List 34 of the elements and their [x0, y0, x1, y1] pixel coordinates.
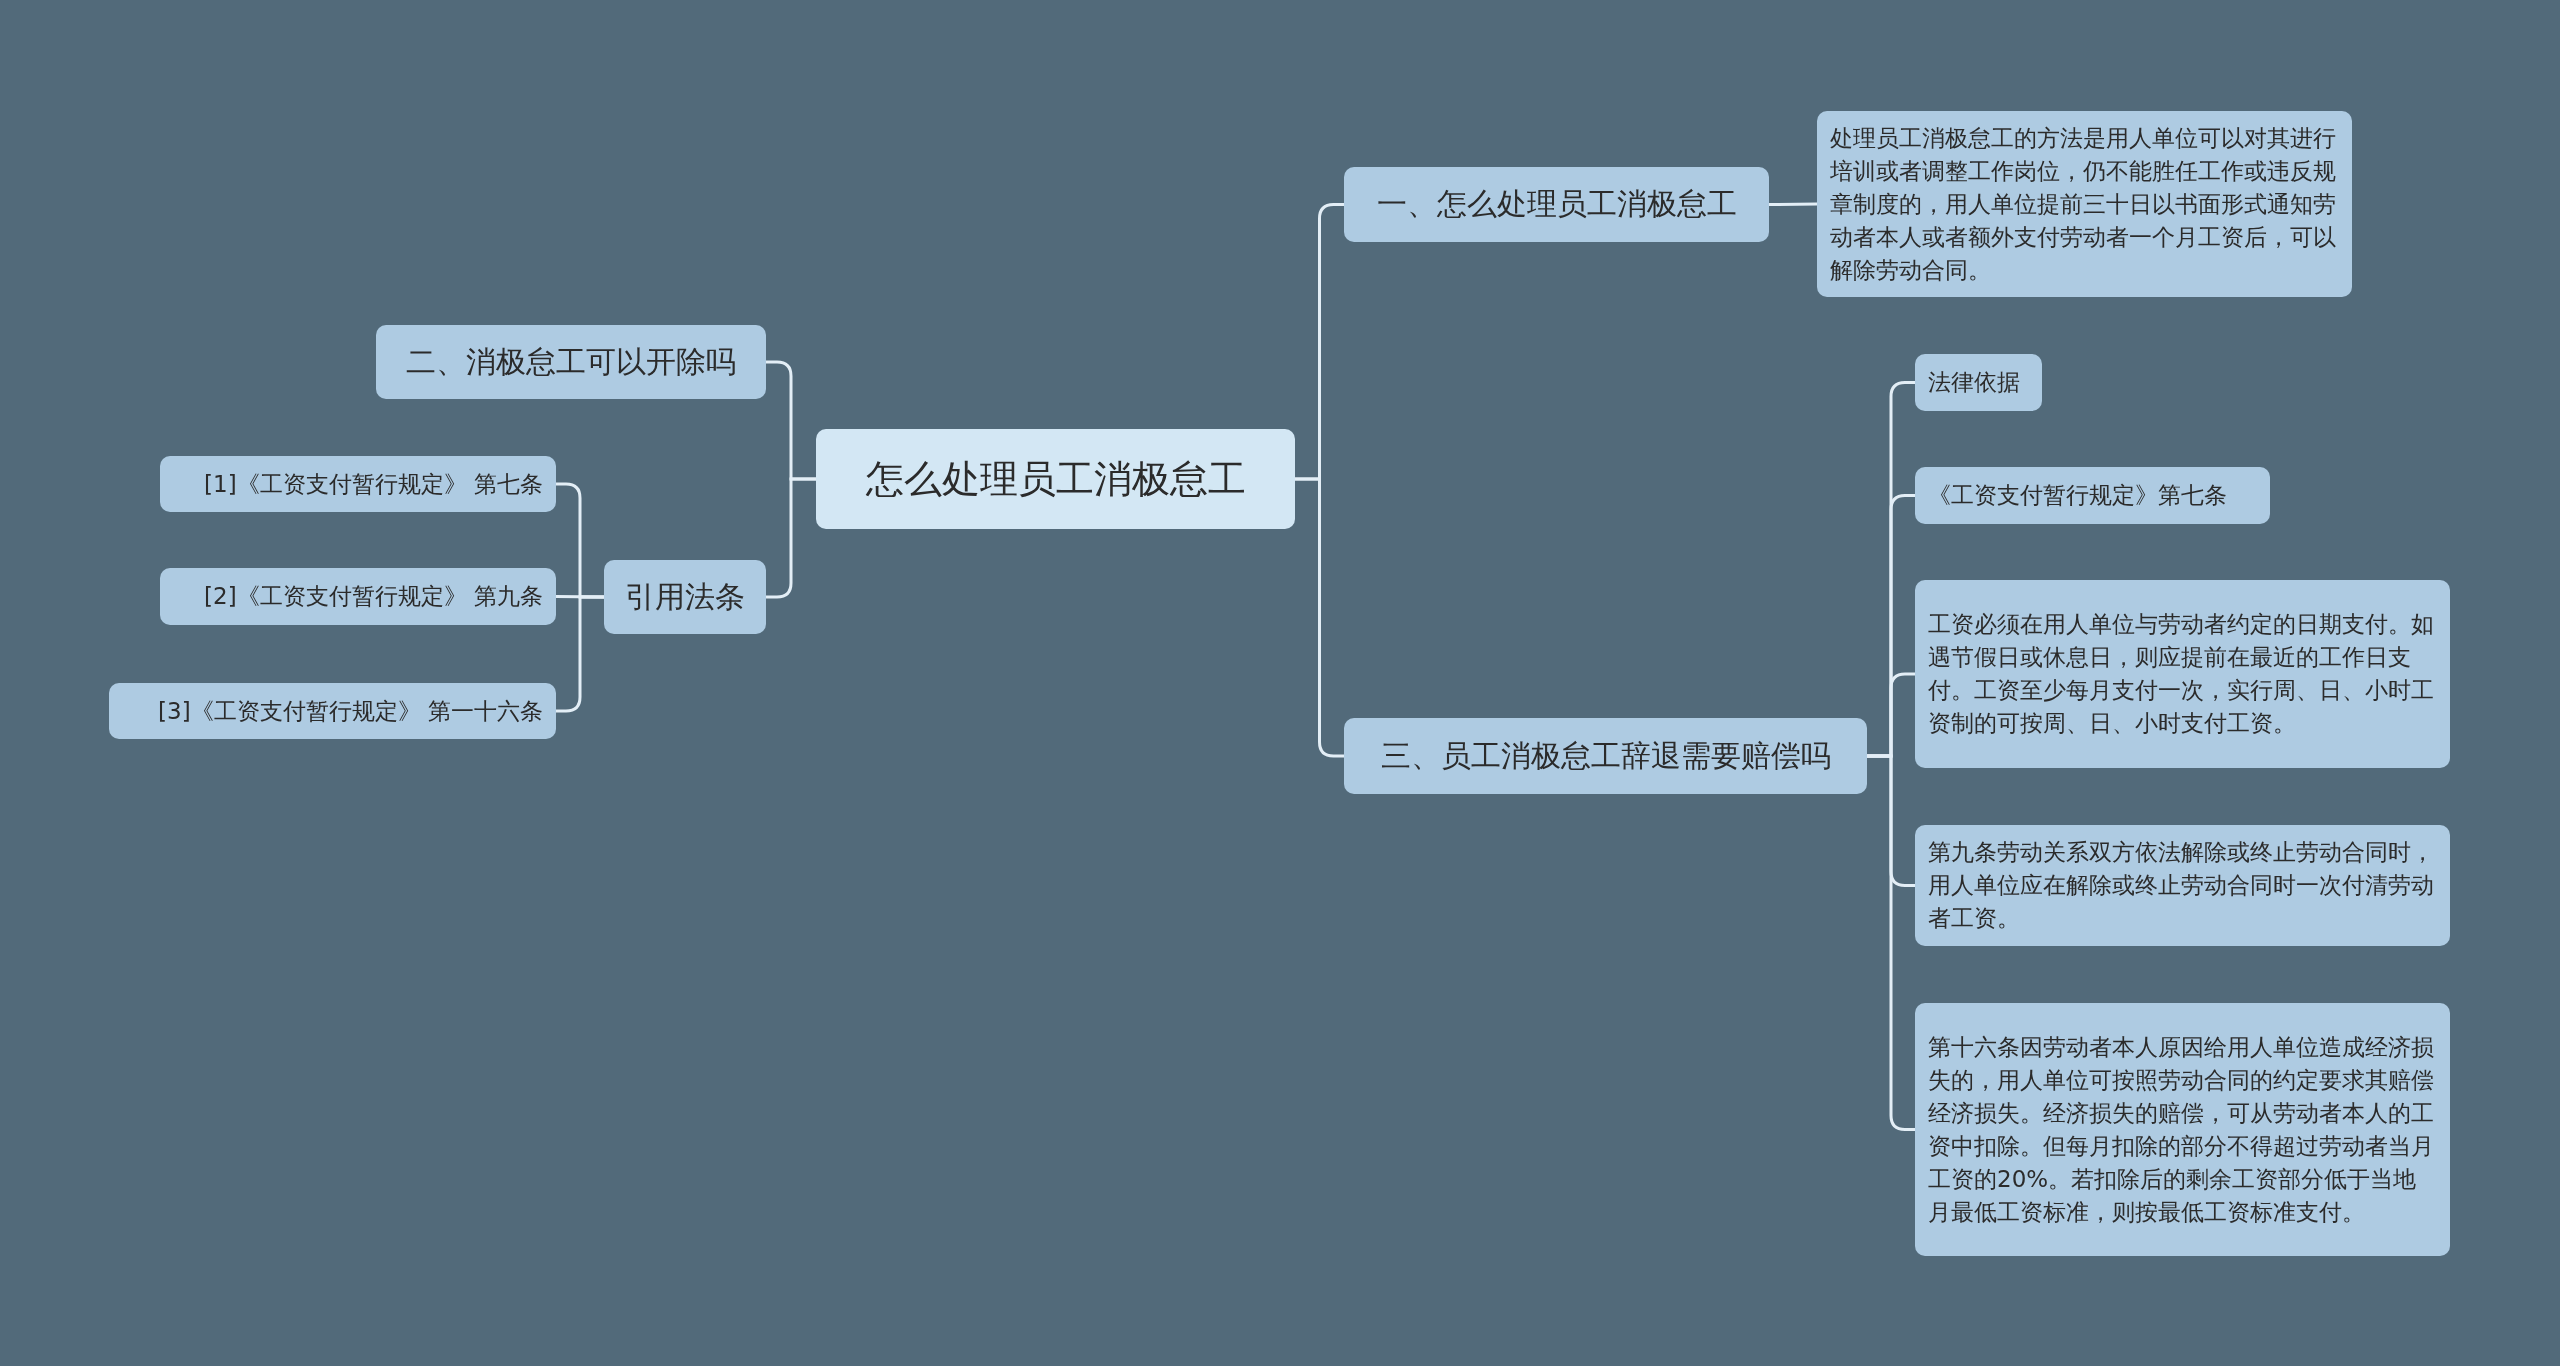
topic-box: [604, 560, 766, 634]
connector-line: [556, 595, 604, 599]
topic-box: [1915, 825, 2450, 946]
topic-text: 法律依据: [1928, 368, 2020, 397]
topic-text: 二、消极怠工可以开除吗: [406, 342, 736, 381]
connector-line: [556, 595, 604, 713]
connector-line: [1769, 202, 1817, 206]
topic-text: 三、员工消极怠工辞退需要赔偿吗: [1380, 736, 1831, 775]
topic-text: 工资必须在用人单位与劳动者约定的日期支付。如遇节假日或休息日，则应提前在最近的工作日支付。工资至少每月支付一次，实行周、日、小时工资制的可按周、日、小时支付工资。: [1928, 610, 2435, 738]
connector-line: [766, 477, 816, 599]
topic-box: [160, 568, 556, 625]
topic-box: [1817, 111, 2352, 297]
topic-text: 处理员工消极怠工的方法是用人单位可以对其进行培训或者调整工作岗位，仍不能胜任工作或违反规章制度的，用人单位提前三十日以书面形式通知劳动者本人或者额外支付劳动者一个月工资后，可以解除劳动合同。: [1830, 123, 2337, 285]
connector-line: [1867, 754, 1915, 1131]
topic-box: [1344, 167, 1769, 242]
topic-box: [1915, 354, 2042, 411]
topic-box: [1344, 718, 1867, 794]
topic-box: [376, 325, 766, 399]
topic-text: 引用法条: [625, 577, 745, 616]
topic-box: [1915, 580, 2450, 768]
topic-text: 怎么处理员工消极怠工: [865, 455, 1246, 503]
connector-line: [1295, 477, 1344, 758]
topic-text: [1]《工资支付暂行规定》 第七条: [204, 469, 543, 499]
topic-text: 《工资支付暂行规定》第七条: [1928, 481, 2227, 510]
topic-text: 第九条劳动关系双方依法解除或终止劳动合同时，用人单位应在解除或终止劳动合同时一次付清劳动者工资。: [1928, 838, 2435, 933]
topic-box: [109, 683, 556, 739]
topic-text: 第十六条因劳动者本人原因给用人单位造成经济损失的，用人单位可按照劳动合同的约定要求其赔偿经济损失。经济损失的赔偿，可从劳动者本人的工资中扣除。但每月扣除的部分不得超过劳动者当月工资的20%。若扣除后的剩余工资部分低于当地月最低工资标准，则按最低工资标准支付。: [1928, 1032, 2435, 1227]
topic-text: 一、怎么处理员工消极怠工: [1376, 185, 1737, 223]
topic-text: [3]《工资支付暂行规定》 第一十六条: [158, 696, 543, 726]
topic-text: [2]《工资支付暂行规定》 第九条: [204, 582, 543, 611]
central-topic-box: [816, 429, 1295, 529]
topic-box: [1915, 1003, 2450, 1256]
topic-box: [1915, 467, 2270, 524]
topic-box: [160, 456, 556, 512]
